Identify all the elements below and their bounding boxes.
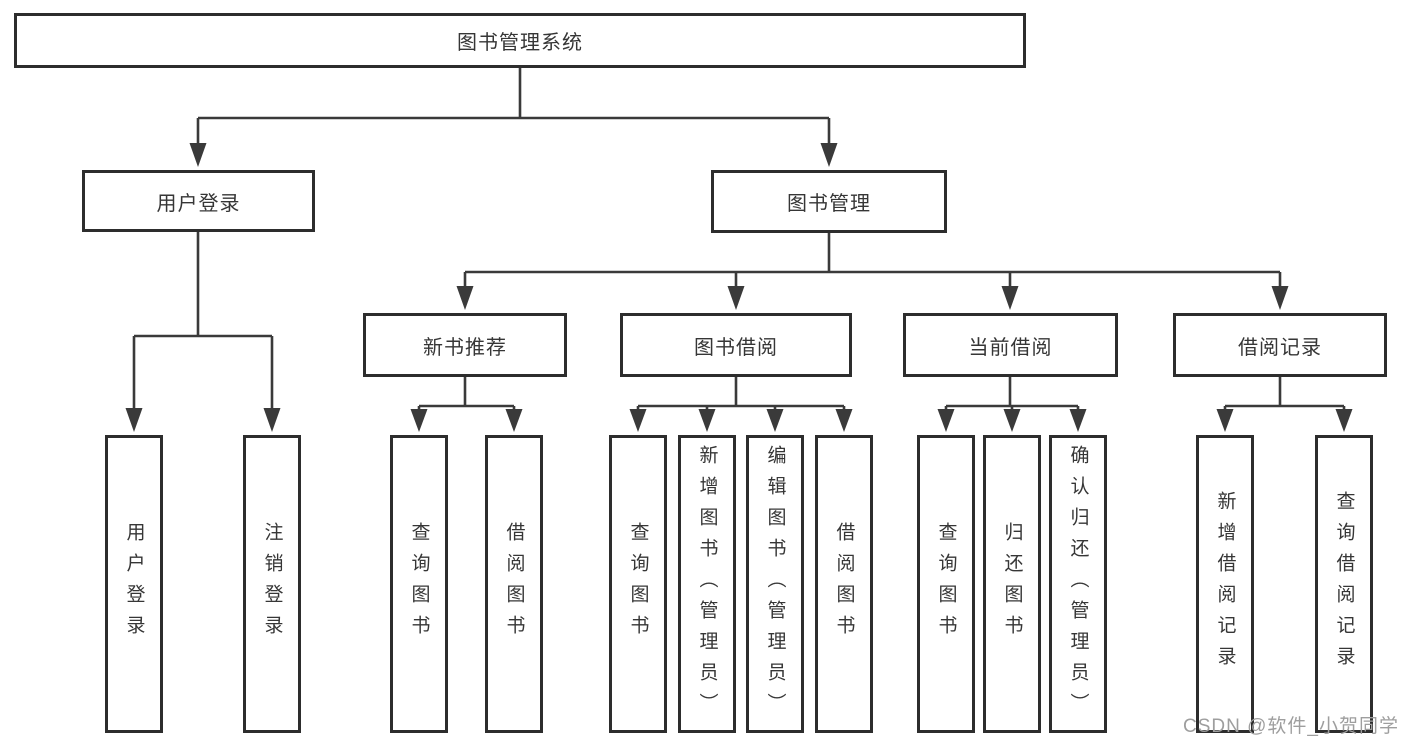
connector-root-to-level2 [189, 68, 838, 167]
leaf-query-borrow-record: 查询借阅记录 [1315, 435, 1373, 733]
node-book-borrowing: 图书借阅 [620, 313, 852, 377]
connector-user-login-to-leaves [125, 232, 281, 432]
node-borrowing-records: 借阅记录 [1173, 313, 1387, 377]
connector-book-mgmt-to-level3 [456, 233, 1289, 310]
csdn-watermark: CSDN @软件_小贺同学 [1183, 716, 1399, 737]
leaf-logout: 注销登录 [243, 435, 301, 733]
leaf-edit-book-admin: 编辑图书（管理员） [746, 435, 804, 733]
leaf-query-books-recommend: 查询图书 [390, 435, 448, 733]
leaf-borrow-books-borrowing: 借阅图书 [815, 435, 873, 733]
connector-borrow-records-to-leaves [1216, 377, 1353, 432]
leaf-borrow-books-recommend: 借阅图书 [485, 435, 543, 733]
connector-current-borrow-to-leaves [937, 377, 1087, 432]
leaf-user-login: 用户登录 [105, 435, 163, 733]
node-book-management: 图书管理 [711, 170, 947, 233]
leaf-add-book-admin: 新增图书（管理员） [678, 435, 736, 733]
node-user-login: 用户登录 [82, 170, 315, 232]
connector-new-book-rec-to-leaves [410, 377, 523, 432]
leaf-query-books-current: 查询图书 [917, 435, 975, 733]
node-current-borrowing: 当前借阅 [903, 313, 1118, 377]
leaf-confirm-return-admin: 确认归还（管理员） [1049, 435, 1107, 733]
leaf-return-book: 归还图书 [983, 435, 1041, 733]
connector-book-borrow-to-leaves [629, 377, 853, 432]
leaf-add-borrow-record: 新增借阅记录 [1196, 435, 1254, 733]
node-root-system: 图书管理系统 [14, 13, 1026, 68]
node-new-book-recommendation: 新书推荐 [363, 313, 567, 377]
leaf-query-books-borrowing: 查询图书 [609, 435, 667, 733]
